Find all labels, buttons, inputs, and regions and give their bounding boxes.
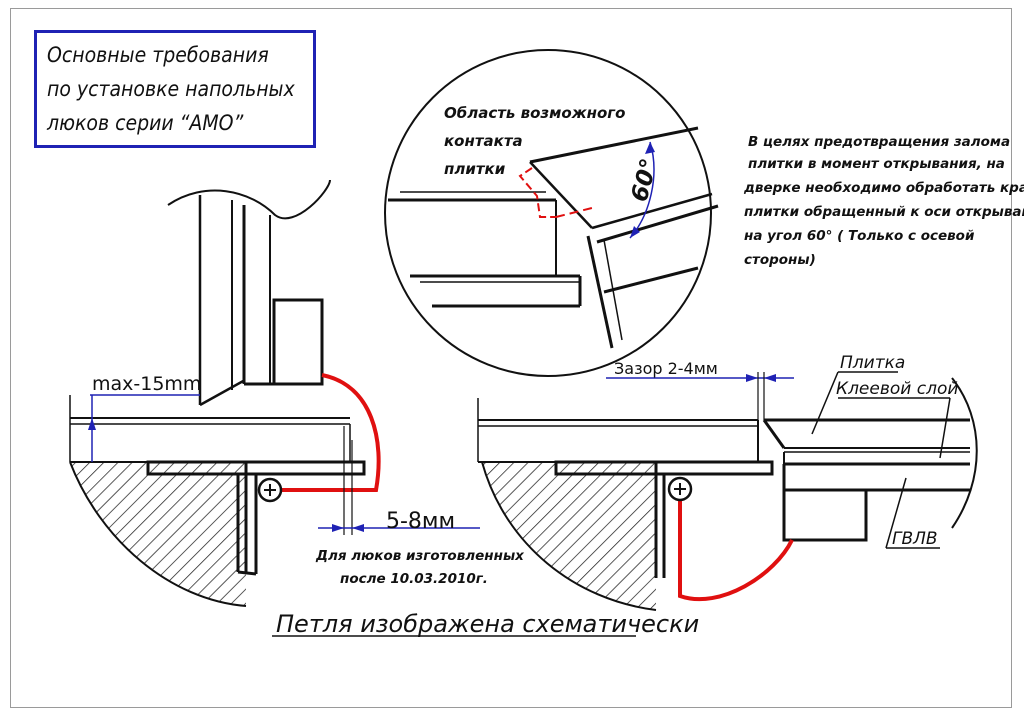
- left-frame-angle: [146, 460, 366, 576]
- board-label: ГВЛВ: [892, 529, 938, 549]
- right-gap-label: Зазор 2-4мм: [614, 359, 718, 378]
- left-lid-profile: [167, 179, 331, 407]
- glue-label: Клеевой слой: [836, 379, 958, 399]
- left-max-dimension: [88, 394, 200, 462]
- caption: Петля изображена схематически: [276, 610, 699, 638]
- title-box: Основные требования по установке напольн…: [34, 30, 316, 148]
- note-line-5: на угол 60° ( Только с осевой: [744, 228, 975, 244]
- right-hinge: [667, 476, 794, 602]
- tile-label: Плитка: [840, 353, 905, 373]
- right-leaders: [811, 371, 951, 549]
- contact-label-3: плитки: [444, 160, 506, 178]
- title-line-2: по установке напольных: [47, 77, 295, 101]
- drawing-labels: Область возможного контакта плитки 60° В…: [92, 104, 1024, 638]
- title-line-1: Основные требования: [47, 43, 269, 67]
- note-line-6: стороны): [744, 252, 816, 268]
- right-gap-dimension: [606, 372, 794, 420]
- left-hinge: [257, 373, 381, 503]
- contact-label-1: Область возможного: [444, 104, 625, 122]
- magnified-detail: [384, 49, 719, 377]
- note-line-1: В целях предотвращения залома: [748, 134, 1010, 150]
- max-dimension-label: max-15mm: [92, 373, 201, 395]
- left-floor-section: [69, 395, 351, 607]
- right-frame-angle: [554, 460, 774, 578]
- page-frame: [10, 8, 1012, 708]
- note-line-4: плитки обращенный к оси открывания: [744, 204, 1024, 220]
- angle-label: 60°: [627, 156, 663, 205]
- left-gap-label: 5-8мм: [386, 509, 455, 534]
- right-lid-build-up: [762, 377, 978, 542]
- note-line-3: дверке необходимо обработать край: [743, 180, 1024, 196]
- contact-label-2: контакта: [444, 132, 523, 150]
- note-line-2: плитки в момент открывания, на: [748, 156, 1005, 172]
- left-gap-dimension: [318, 426, 480, 535]
- made-after-line-2: после 10.03.2010г.: [340, 571, 488, 587]
- made-after-line-1: Для люков изготовленных: [315, 548, 525, 564]
- right-floor-section: [477, 398, 759, 611]
- title-line-3: люков серии “АМО”: [47, 111, 244, 135]
